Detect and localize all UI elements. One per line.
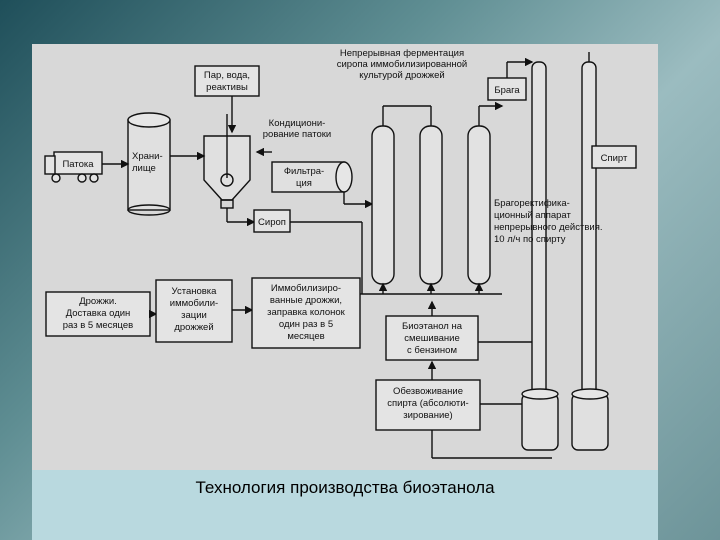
label-spirit: Спирт xyxy=(601,153,628,164)
immobilization-unit-box xyxy=(155,279,233,343)
label-dehydration-2: спирта (абсолюти- xyxy=(387,398,468,409)
label-bioethanol-2: смешивание xyxy=(404,333,460,344)
spirit-box xyxy=(591,145,637,169)
label-bioethanol-1: Биоэтанол на xyxy=(402,321,463,332)
label-dehydration-3: зирование) xyxy=(403,410,452,421)
label-immob-yeast-1: Иммобилизиро- xyxy=(271,283,341,294)
immobilized-yeast-box xyxy=(251,277,361,349)
label-conditioning-1: Кондициони- xyxy=(269,118,326,129)
label-storage-2: лище xyxy=(132,163,156,174)
label-yeast-3: раз в 5 месяцев xyxy=(63,320,133,331)
label-immob-yeast-4: один раз в 5 xyxy=(279,319,333,330)
label-rectification-3: непрерывного действия. xyxy=(494,222,602,233)
conditioning-tank xyxy=(203,114,251,209)
dehydration-box xyxy=(375,379,481,431)
storage-tank xyxy=(127,112,171,216)
collection-tanks xyxy=(521,388,609,451)
syrup-box xyxy=(253,209,291,233)
steam-box xyxy=(194,65,260,97)
filtration-unit xyxy=(271,161,353,193)
label-immob-unit-2: иммобили- xyxy=(170,298,218,309)
label-braga: Брага xyxy=(494,85,520,96)
label-filtration-2: ция xyxy=(296,178,312,189)
label-immob-yeast-2: ванные дрожжи, xyxy=(270,295,342,306)
label-immob-unit-3: зации xyxy=(181,310,207,321)
label-bioethanol-3: с бензином xyxy=(407,345,457,356)
label-fermentation-3: культурой дрожжей xyxy=(359,70,444,81)
label-fermentation-2: сиропа иммобилизированной xyxy=(337,59,467,70)
label-immob-unit-1: Установка xyxy=(172,286,218,297)
label-patoka: Патока xyxy=(62,159,94,170)
slide-caption: Технология производства биоэтанола xyxy=(195,478,495,497)
label-dehydration-1: Обезвоживание xyxy=(393,386,463,397)
label-steam-1: Пар, вода, xyxy=(204,70,250,81)
label-yeast-1: Дрожжи. xyxy=(79,296,117,307)
label-fermentation-1: Непрерывная ферментация xyxy=(340,48,464,59)
label-storage-1: Храни- xyxy=(132,151,163,162)
yeast-box xyxy=(45,291,151,337)
fermentation-columns xyxy=(371,125,491,285)
label-rectification-1: Брагоректифика- xyxy=(494,198,570,209)
label-immob-yeast-5: месяцев xyxy=(287,331,324,342)
label-rectification-4: 10 л/ч по спирту xyxy=(494,234,566,245)
label-immob-unit-4: дрожжей xyxy=(174,322,213,333)
label-syrup: Сироп xyxy=(258,217,286,228)
label-conditioning-2: рование патоки xyxy=(263,129,331,140)
label-rectification-2: ционный аппарат xyxy=(494,210,572,221)
bioethanol-box xyxy=(385,315,479,361)
label-immob-yeast-3: заправка колонок xyxy=(267,307,345,318)
label-steam-2: реактивы xyxy=(206,82,248,93)
label-yeast-2: Доставка один xyxy=(66,308,131,319)
label-filtration-1: Фильтра- xyxy=(284,166,324,177)
process-diagram: Пар, вода, реактивы Непрерывная фермента… xyxy=(32,44,658,470)
molasses-truck xyxy=(44,151,103,183)
